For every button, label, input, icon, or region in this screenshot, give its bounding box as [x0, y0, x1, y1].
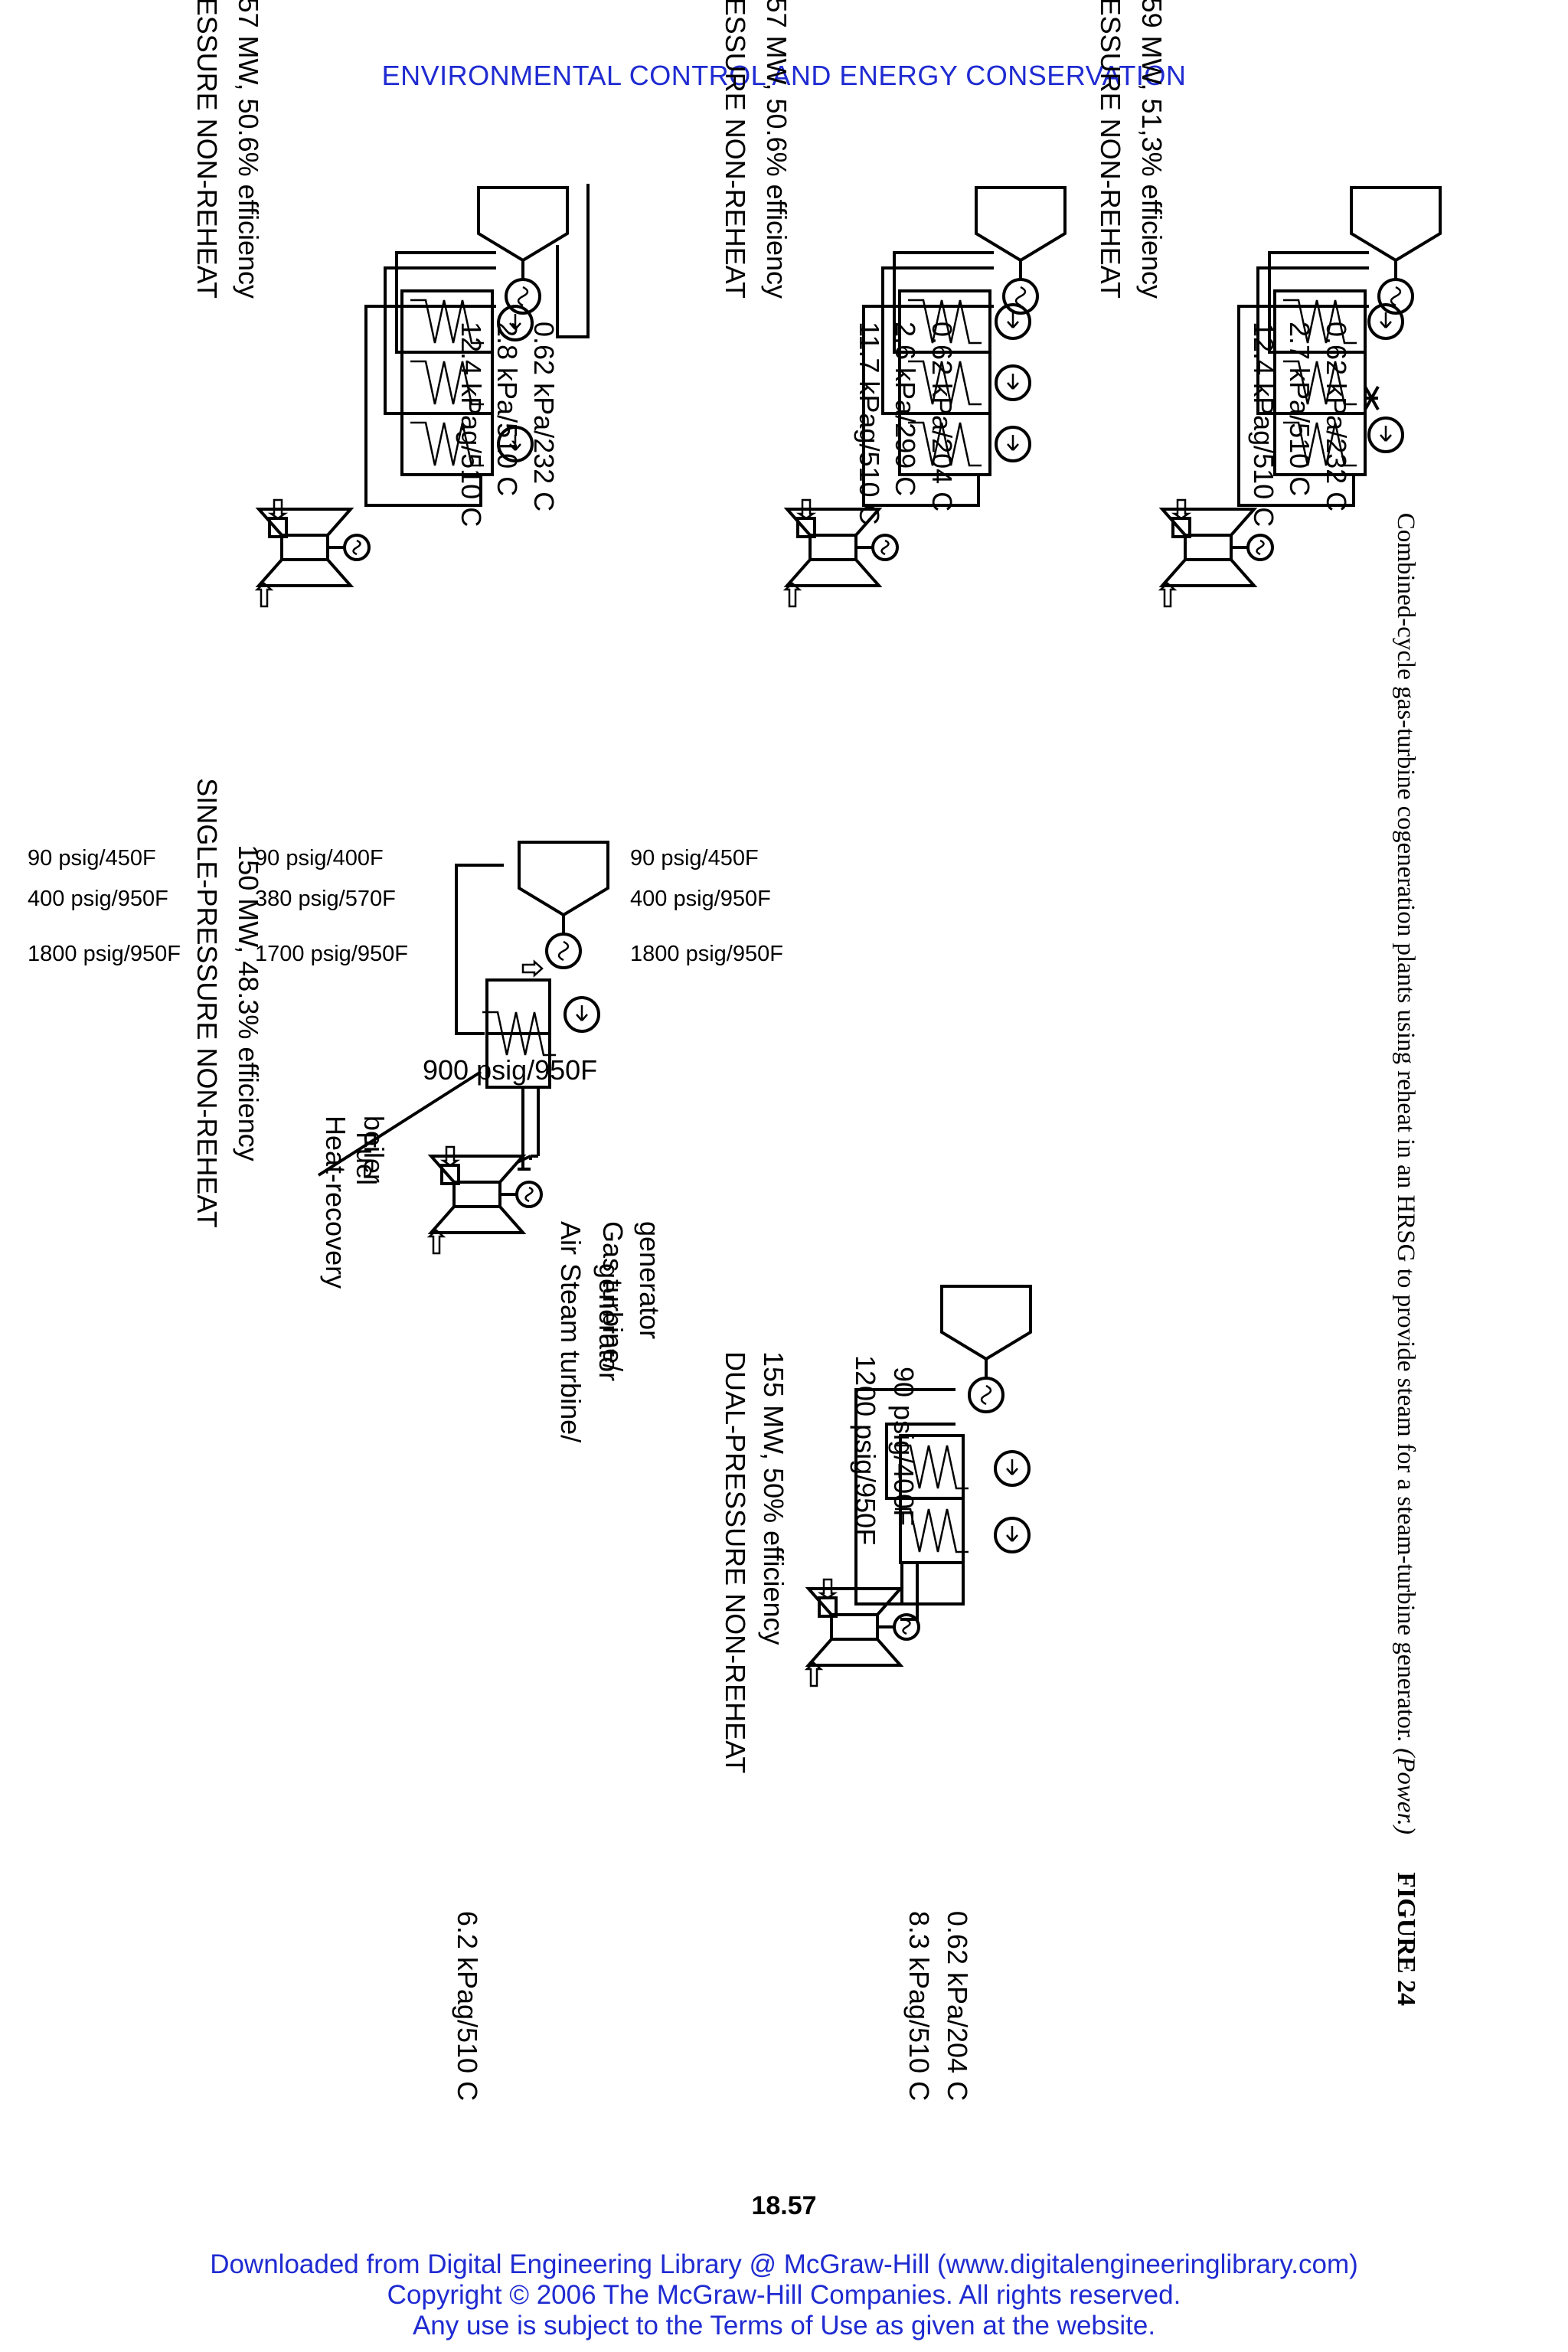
panel-subtitle: 157 MW, 50.6% efficiency: [761, 0, 792, 299]
condition-text: 12.4 kPag/510 C: [1248, 322, 1279, 527]
steam-line-2-label: 380 psig/570F: [255, 887, 396, 911]
steam-line-1-label: 1800 psig/950F: [28, 942, 181, 966]
condition-text: 0.62 kPa/204 C: [926, 322, 958, 511]
panel-title: TRIPLE-PRESSURE NON-REHEAT: [1095, 0, 1126, 299]
pump-icon: [995, 426, 1031, 462]
condition-text: 0.62 kPa/232 C: [1321, 322, 1352, 511]
steam-line-1-label: 1800 psig/950F: [630, 942, 783, 966]
steam-turbine-label-2: generator: [593, 1263, 625, 1381]
page-number: 18.57: [751, 2191, 817, 2220]
steam-line-2-label: 400 psig/950F: [28, 887, 168, 911]
panel-title: SINGLE-PRESSURE NON-REHEAT: [191, 778, 223, 1227]
footer-line-3: Any use is subject to the Terms of Use a…: [412, 2311, 1156, 2341]
condition-text: 0.62 kPa/232 C: [528, 322, 560, 511]
conditions-column: 12.4 kPag/510 C 2.8 kPa/510 C 0.62 kPa/2…: [456, 322, 1352, 527]
condition-text: 11.7 kPag/510 C: [854, 322, 885, 525]
footer-line-2: Copyright © 2006 The McGraw-Hill Compani…: [387, 2280, 1181, 2310]
heat-recovery-label-2: boiler: [358, 1116, 390, 1183]
footer-line-1: Downloaded from Digital Engineering Libr…: [210, 2249, 1358, 2279]
condition-text: 12.4 kPag/510 C: [456, 322, 487, 527]
steam-line-2-label: 90 psig/400F: [888, 1367, 920, 1526]
footer: Downloaded from Digital Engineering Libr…: [0, 2249, 1568, 2341]
steam-line-3-label: 90 psig/450F: [630, 846, 759, 871]
condition-text-1: 8.3 kPag/510 C: [903, 1911, 935, 2101]
gas-turbine-icon: [256, 498, 371, 608]
caption-text: Combined-cycle gas-turbine cogeneration …: [1392, 513, 1419, 1834]
fuel-label: Fuel: [351, 1132, 382, 1185]
pump-icon: [995, 364, 1031, 401]
steam-line-1-label: 1200 psig/950F: [850, 1355, 881, 1545]
steam-turbine-icon: [940, 1285, 1032, 1413]
gas-turbine-label-2: generator: [634, 1221, 665, 1339]
pump-icon: [994, 1450, 1031, 1487]
steam-line-3-label: 90 psig/450F: [28, 846, 156, 871]
panel-subtitle: 155 MW, 50% efficiency: [758, 1351, 789, 1645]
condition-text: 2.7 kPa/510 C: [1284, 322, 1315, 496]
gas-turbine-label-1: Gas turbine/: [597, 1221, 629, 1371]
panel-title: DUAL-PRESSURE NON-REHEAT: [191, 0, 223, 299]
panel-subtitle: 157 MW, 50.6% efficiency: [233, 0, 264, 299]
running-header: ENVIRONMENTAL CONTROL AND ENERGY CONSERV…: [381, 60, 1187, 91]
figure-caption: FIGURE 24 Combined-cycle gas-turbine cog…: [1392, 513, 1420, 2006]
steam-line-2-label: 400 psig/950F: [630, 887, 771, 911]
steam-line-label: 900 psig/950F: [423, 1054, 597, 1086]
panel-title: TRIPLE-PRESSURE NON-REHEAT: [720, 0, 751, 299]
pump-icon: [1367, 416, 1404, 453]
steam-turbine-label-1: Steam turbine/: [555, 1263, 586, 1442]
panel-dual-pressure-155: DUAL-PRESSURE NON-REHEAT 155 MW, 50% eff…: [720, 1285, 1032, 2101]
condition-text: 2.8 kPa/510 C: [492, 322, 523, 496]
panel-subtitle: 150 MW, 48.3% efficiency: [233, 844, 264, 1161]
panel-single-pressure: SINGLE-PRESSURE NON-REHEAT 150 MW, 48.3%…: [191, 778, 665, 2101]
heat-recovery-label-1: Heat-recovery: [320, 1116, 351, 1289]
air-label: Air: [555, 1221, 586, 1255]
steam-line-1-label: 1700 psig/950F: [255, 942, 408, 966]
gas-turbine-icon: [428, 1145, 543, 1255]
panel-triple-pressure-159: TRIPLE-PRESSURE NON-REHEAT 159 MW, 51,3%…: [630, 0, 1442, 966]
steam-line-3-label: 90 psig/400F: [255, 846, 384, 871]
pump-icon: [564, 996, 600, 1033]
panel-title: DUAL-PRESSURE NON-REHEAT: [720, 1351, 751, 1773]
panel-triple-pressure-157: TRIPLE-PRESSURE NON-REHEAT 157 MW, 50.6%…: [255, 0, 1067, 966]
panel-dual-pressure-157: DUAL-PRESSURE NON-REHEAT 157 MW, 50.6% e…: [28, 0, 590, 966]
condition-text-2: 0.62 kPa/204 C: [942, 1911, 973, 2101]
pump-icon: [994, 1517, 1031, 1553]
figure-label: FIGURE 24: [1392, 1872, 1420, 2006]
condition-text: 2.6 kPa/299 C: [890, 322, 921, 496]
steam-turbine-icon: [518, 841, 609, 969]
condition-text: 6.2 kPag/510 C: [452, 1911, 483, 2101]
panel-subtitle: 159 MW, 51,3% efficiency: [1136, 0, 1168, 299]
